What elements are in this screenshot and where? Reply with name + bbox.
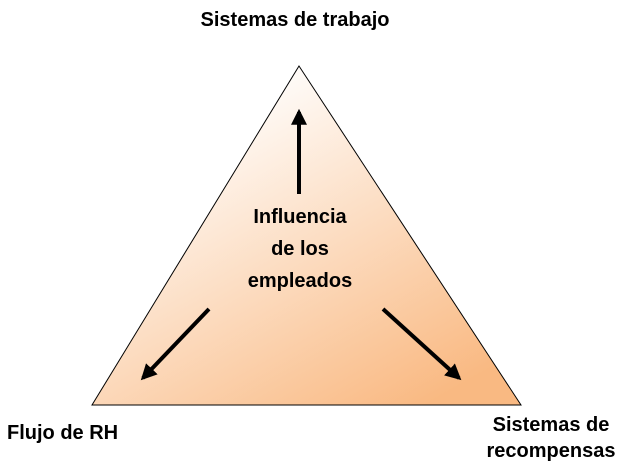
label-sistemas-de-recompensas: Sistemas de recompensas [466, 412, 636, 464]
label-right-line-1: Sistemas de [492, 414, 610, 436]
center-label: Influencia de los empleados [200, 201, 400, 297]
center-label-line-1: Influencia [253, 206, 347, 228]
center-label-line-3: empleados [247, 270, 353, 292]
label-right-line-2: recompensas [486, 440, 616, 462]
arrow-down-right [381, 307, 462, 381]
arrow-down-left [140, 307, 211, 381]
center-label-line-2: de los [271, 238, 329, 260]
label-sistemas-de-trabajo: Sistemas de trabajo [200, 9, 390, 31]
label-flujo-de-rh: Flujo de RH [7, 422, 119, 444]
